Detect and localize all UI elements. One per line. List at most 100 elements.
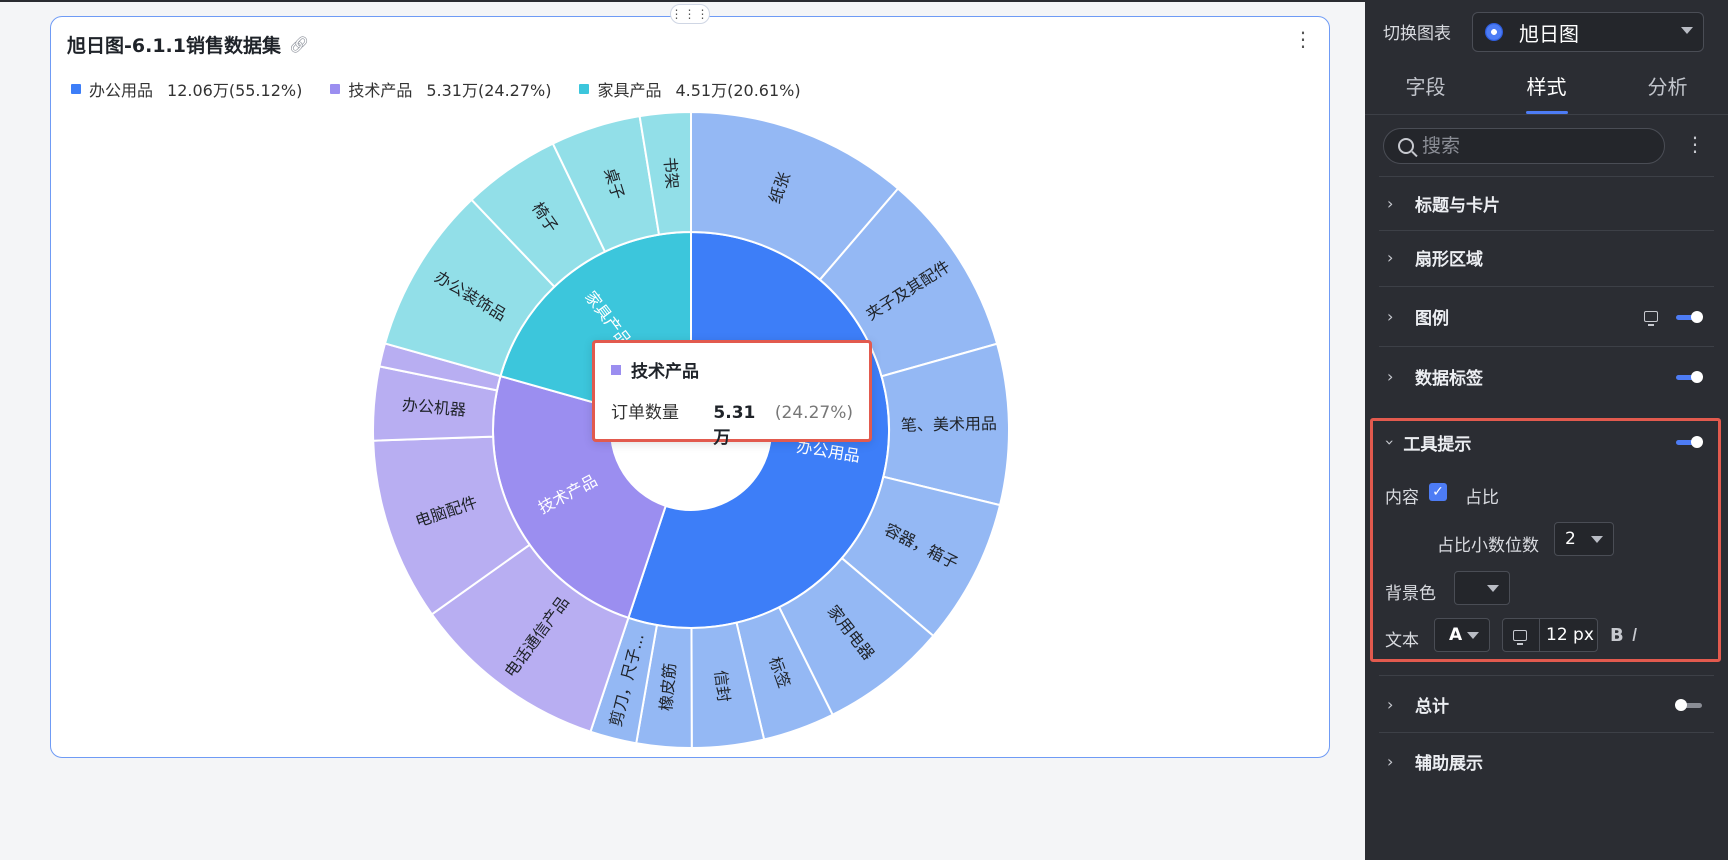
panel-tabs: 字段 样式 分析 (1365, 62, 1728, 114)
section-title: 总计 (1415, 696, 1449, 717)
tabs-divider (1365, 114, 1728, 115)
toggle-knob (1675, 698, 1687, 711)
legend-value: 12.06万(55.12%) (167, 81, 303, 100)
chevron-right-icon: › (1387, 367, 1394, 386)
tooltip-percent: (24.27%) (774, 403, 853, 423)
font-color-select[interactable]: A (1434, 618, 1490, 652)
card-title: 旭日图-6.1.1销售数据集 🔗︎ (67, 31, 309, 58)
toggle-track (1676, 375, 1702, 380)
font-size-value: 12 px (1546, 625, 1594, 645)
search-box[interactable] (1383, 128, 1665, 164)
switch-chart-label: 切换图表 (1383, 23, 1451, 44)
chevron-down-icon (1467, 632, 1479, 639)
tooltip-section-title: 工具提示 (1403, 434, 1472, 455)
content-label: 内容 (1385, 488, 1419, 508)
outer-slice-label: 信封 (711, 669, 734, 703)
section-title: 图例 (1415, 309, 1449, 329)
legend-value: 4.51万(20.61%) (675, 81, 801, 100)
section-title: 辅助展示 (1415, 753, 1483, 774)
tooltip-settings-section: › 工具提示 内容 ✓ 占比 占比小数位数 2 背景色 文本 A 12 px B… (1370, 418, 1721, 662)
search-icon (1398, 138, 1414, 154)
chart-type-select[interactable]: 旭日图 (1472, 12, 1704, 52)
chevron-down-icon (1591, 536, 1603, 543)
drag-handle-icon: ⋮⋮⋮ (670, 7, 710, 21)
chart-tooltip: 技术产品 订单数量 5.31万 (24.27%) (592, 340, 872, 448)
section-title: 扇形区域 (1415, 250, 1483, 270)
tab-0[interactable]: 字段 (1405, 75, 1446, 99)
chevron-down-icon: › (1380, 438, 1400, 446)
background-color-select[interactable] (1454, 571, 1510, 605)
section-toggle[interactable] (1676, 311, 1703, 323)
card-title-text: 旭日图-6.1.1销售数据集 (67, 35, 281, 57)
chevron-right-icon: › (1387, 194, 1394, 213)
chart-card[interactable]: 旭日图-6.1.1销售数据集 🔗︎ ⋮ 办公用品 12.06万(55.12%) 技术… (50, 16, 1330, 758)
toggle-knob (1691, 371, 1703, 383)
font-size-input[interactable]: 12 px (1502, 618, 1598, 652)
tooltip-label: 订单数量 (611, 403, 679, 423)
canvas-area: ⋮⋮⋮ 旭日图-6.1.1销售数据集 🔗︎ ⋮ 办公用品 12.06万(55.12… (0, 0, 1365, 758)
toggle-track (1676, 440, 1702, 445)
legend-swatch (579, 84, 590, 94)
section-toggle[interactable] (1676, 371, 1703, 383)
chevron-right-icon: › (1387, 694, 1394, 714)
tab-2[interactable]: 分析 (1647, 75, 1688, 99)
decimal-places-label: 占比小数位数 (1437, 536, 1539, 556)
font-color-icon: A (1449, 625, 1463, 645)
toggle-knob (1691, 311, 1703, 323)
more-icon[interactable]: ⋮ (1685, 132, 1705, 156)
italic-button[interactable]: I (1632, 625, 1638, 646)
outer-slice-label: 橡皮筋 (656, 662, 679, 711)
decimal-places-select[interactable]: 2 (1554, 522, 1614, 556)
toggle-track (1676, 702, 1702, 708)
tooltip-section-header[interactable]: › 工具提示 (1373, 421, 1718, 463)
divider (1539, 618, 1540, 652)
link-icon[interactable]: 🔗︎ (288, 35, 310, 54)
percent-label: 占比 (1465, 488, 1499, 508)
section-panel-sections-3[interactable]: › 数据标签 (1379, 346, 1714, 406)
search-input[interactable] (1422, 135, 1622, 157)
text-label: 文本 (1385, 631, 1419, 651)
tooltip-title: 技术产品 (631, 362, 699, 382)
legend-item[interactable]: 办公用品 12.06万(55.12%) (71, 77, 302, 101)
section-title: 标题与卡片 (1415, 196, 1500, 216)
switch-chart-row: 切换图表 旭日图 (1365, 8, 1728, 54)
drag-handle[interactable]: ⋮⋮⋮ (670, 4, 710, 24)
chevron-down-icon (1681, 27, 1693, 34)
section-panel-bottom_sections-1[interactable]: › 辅助展示 (1379, 732, 1714, 789)
outer-slice-label: 书架 (660, 156, 682, 189)
tooltip-value: 5.31万 (713, 403, 756, 448)
section-panel-sections-2[interactable]: › 图例 (1379, 286, 1714, 346)
chart-type-value: 旭日图 (1519, 21, 1579, 46)
percent-checkbox[interactable]: ✓ (1429, 483, 1447, 501)
section-toggle[interactable] (1675, 698, 1702, 711)
more-icon[interactable]: ⋮ (1293, 27, 1313, 51)
section-panel-sections-1[interactable]: › 扇形区域 (1379, 230, 1714, 284)
legend-name: 办公用品 (89, 81, 154, 100)
legend-item[interactable]: 家具产品 4.51万(20.61%) (579, 77, 801, 101)
section-panel-sections-0[interactable]: › 标题与卡片 (1379, 176, 1714, 230)
background-color-label: 背景色 (1385, 584, 1436, 604)
top-border (0, 0, 1365, 2)
legend-name: 技术产品 (348, 81, 413, 100)
style-panel: 切换图表 旭日图 字段 样式 分析 ⋮ › 标题与卡片 › 扇形区域 › 图例 › 数据标签 › 总… (1365, 0, 1728, 860)
monitor-icon[interactable] (1513, 629, 1527, 645)
toggle-knob (1691, 436, 1703, 448)
legend-name: 家具产品 (597, 81, 662, 100)
tab-1[interactable]: 样式 (1486, 62, 1607, 114)
section-panel-bottom_sections-0[interactable]: › 总计 (1379, 675, 1714, 732)
chevron-right-icon: › (1387, 751, 1394, 771)
search-row: ⋮ (1365, 124, 1728, 168)
monitor-icon[interactable] (1644, 311, 1658, 326)
toggle-track (1676, 315, 1702, 320)
decimal-places-value: 2 (1565, 529, 1576, 549)
sunburst-icon (1485, 23, 1503, 41)
chevron-down-icon (1487, 585, 1499, 592)
bold-button[interactable]: B (1610, 625, 1624, 646)
chevron-right-icon: › (1387, 307, 1394, 326)
section-title: 数据标签 (1415, 369, 1483, 389)
sunburst-outer-slice[interactable] (638, 110, 692, 236)
tooltip-toggle[interactable] (1676, 436, 1703, 448)
chevron-right-icon: › (1387, 248, 1394, 267)
